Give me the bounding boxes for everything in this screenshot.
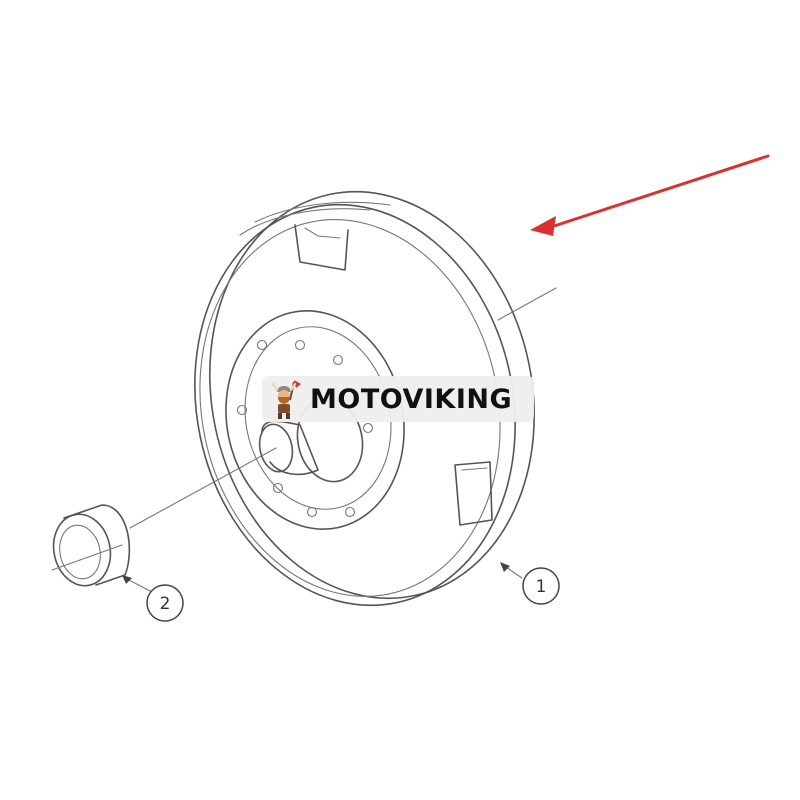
pointer-arrow xyxy=(530,154,770,236)
watermark-banner: MOTOVIKING xyxy=(262,376,534,422)
torque-converter xyxy=(194,190,557,607)
callout-1-label: 1 xyxy=(536,577,547,597)
bushing-sleeve xyxy=(51,447,277,587)
viking-mascot-icon xyxy=(271,380,301,419)
watermark-text: MOTOVIKING xyxy=(310,383,513,415)
callout-2-label: 2 xyxy=(160,594,171,614)
callout-2: 2 xyxy=(122,575,184,622)
callout-1: 1 xyxy=(500,562,560,605)
